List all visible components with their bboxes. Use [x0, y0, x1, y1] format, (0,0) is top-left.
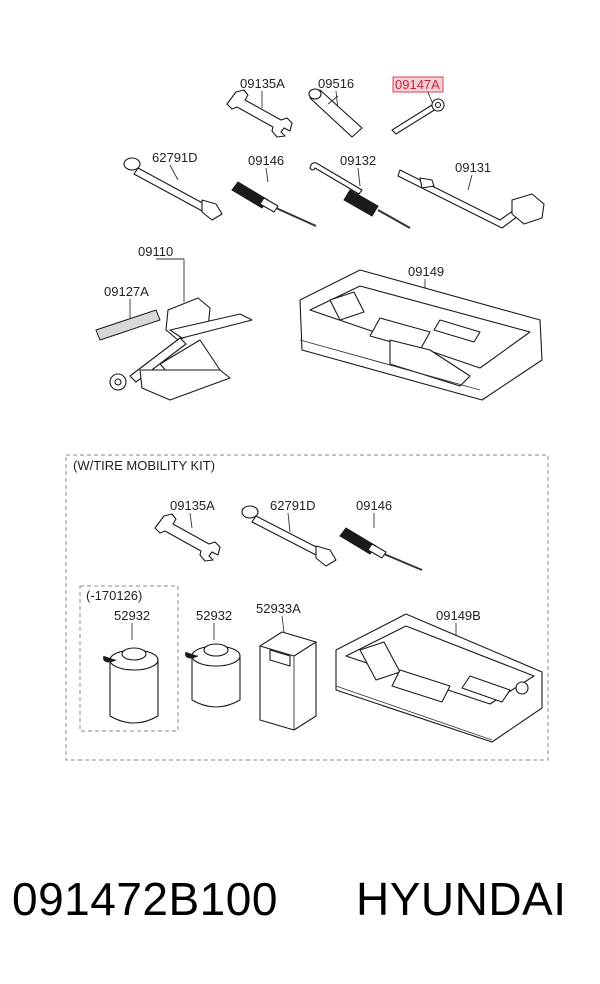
label-09135A-top: 09135A — [240, 76, 285, 91]
jack-pad-09127A — [95, 309, 161, 341]
label-09149: 09149 — [408, 264, 444, 279]
kit-frame — [65, 454, 549, 761]
brand-name: HYUNDAI — [356, 873, 567, 925]
label-09147A: 09147A — [395, 77, 440, 92]
footer: 091472B100 HYUNDAI — [0, 872, 600, 952]
label-09132: 09132 — [340, 153, 376, 168]
highlight-09147A — [392, 76, 444, 93]
label-09146-kit: 09146 — [356, 498, 392, 513]
label-52933A: 52933A — [256, 601, 301, 616]
label-52932-a: 52932 — [114, 608, 150, 623]
sealant-52932-b[interactable]: 52932 — [185, 608, 241, 708]
label-52932-b: 52932 — [196, 608, 232, 623]
label-09131: 09131 — [455, 160, 491, 175]
label-09110: 09110 — [138, 244, 173, 259]
screwdriver-09146-top[interactable]: 09146 — [231, 153, 317, 227]
label-09135A-kit: 09135A — [170, 498, 215, 513]
label-sub-range: (-170126) — [86, 588, 142, 603]
label-09146-top: 09146 — [248, 153, 284, 168]
part-number: 091472B100 — [12, 873, 278, 925]
label-09127A: 09127A — [104, 284, 149, 299]
parts-diagram: 09135A 09516 09147A 62791D 09146 09 — [65, 76, 549, 761]
sub-range-frame — [79, 585, 179, 732]
hook-09132[interactable]: 09132 — [309, 153, 411, 229]
tray-09149B[interactable]: 09149B — [335, 608, 543, 743]
label-62791D-kit: 62791D — [270, 498, 316, 513]
sealant-52932-a[interactable]: 52932 — [103, 608, 159, 724]
tool-09147A[interactable]: 09147A — [391, 76, 445, 135]
wrench-09135A-top[interactable]: 09135A — [226, 76, 293, 138]
tray-09149[interactable]: 09149 — [299, 264, 543, 401]
kit-title: (W/TIRE MOBILITY KIT) — [73, 458, 215, 473]
jack-09110[interactable]: 09110 09127A — [95, 244, 253, 401]
lug-wrench-09131[interactable]: 09131 — [397, 160, 545, 229]
wrench-09135A-kit[interactable]: 09135A — [154, 498, 221, 562]
label-62791D-top: 62791D — [152, 150, 198, 165]
label-09149B: 09149B — [436, 608, 481, 623]
screwdriver-09146-kit[interactable]: 09146 — [339, 498, 423, 571]
rod-62791D-top[interactable]: 62791D — [123, 150, 223, 221]
rod-62791D-kit[interactable]: 62791D — [241, 498, 337, 567]
socket-09516[interactable]: 09516 — [308, 76, 363, 138]
label-09516: 09516 — [318, 76, 354, 91]
compressor-52933A[interactable]: 52933A — [256, 601, 317, 731]
